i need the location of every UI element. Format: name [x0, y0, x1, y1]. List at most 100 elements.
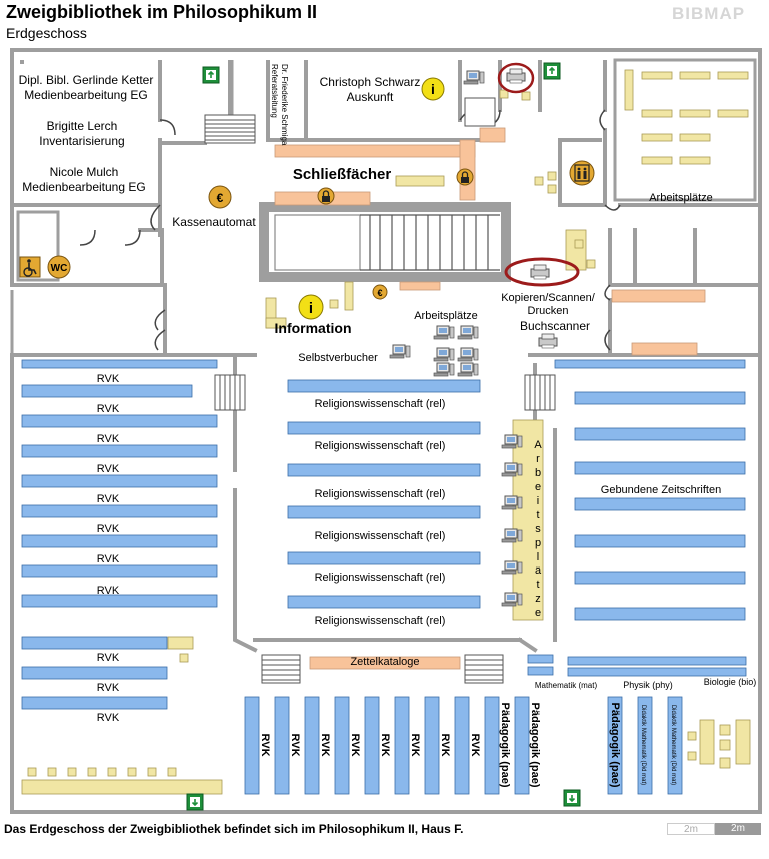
shelves-south [244, 696, 683, 795]
shelf-label: Biologie (bio) [704, 677, 757, 687]
shelves-west [21, 359, 218, 710]
book-scanner-label: Buchscanner [520, 319, 590, 333]
lockers-label: Schließfächer [293, 166, 392, 183]
vertical-workstations-label: Arb eit spl ätz e [534, 439, 542, 619]
shelf-label: Religionswissenschaft (rel) [315, 440, 446, 452]
shelves-center [287, 379, 481, 609]
catalogs-label: Zettelkataloge [350, 656, 419, 668]
workstations-label: Arbeitsplätze [414, 310, 478, 322]
desks [21, 69, 751, 795]
wheelchair-icon [19, 256, 41, 278]
shelf-label: RVK [97, 463, 120, 475]
shelf-label: Gebundene Zeitschriften [601, 484, 721, 496]
printer-icon [530, 264, 550, 280]
svg-text:€: € [217, 191, 224, 205]
info-icon: i [298, 294, 324, 320]
shelf-label: RVK [97, 373, 120, 385]
exit-icon [543, 62, 561, 80]
shelf-label: RVK [97, 523, 120, 535]
stairs [204, 97, 556, 684]
shelf-label: Religionswissenschaft (rel) [315, 572, 446, 584]
office-label: Brigitte Lerch [47, 119, 118, 133]
small-chairs [27, 89, 697, 777]
self-checkout-label: Selbstverbucher [298, 352, 378, 364]
workstation-cluster [433, 325, 479, 377]
office-label-vertical: Dr. Friederike Schmiga [280, 64, 289, 146]
office-label-vertical: Referatsleitung [270, 64, 279, 118]
svg-text:t: t [536, 579, 539, 591]
exit-icon [563, 789, 581, 807]
shelf-label: Physik (phy) [623, 680, 673, 690]
printer-icon [538, 333, 558, 349]
svg-text:s: s [535, 523, 541, 535]
office-label: Inventarisierung [39, 134, 124, 148]
footer-caption: Das Erdgeschoss der Zweigbibliothek befi… [4, 822, 464, 836]
computer-icon [457, 325, 479, 340]
office-label: Auskunft [347, 90, 394, 104]
workstations-label: Arbeitsplätze [649, 192, 713, 204]
shelf-label: RVK [97, 585, 120, 597]
scale-segment: 2m [715, 823, 761, 835]
svg-text:A: A [534, 439, 542, 451]
shelf-label: Religionswissenschaft (rel) [315, 398, 446, 410]
computer-icon [457, 347, 479, 362]
euro-icon: € [372, 284, 388, 300]
shelf-label: Religionswissenschaft (rel) [315, 530, 446, 542]
svg-text:e: e [535, 481, 541, 493]
shelf-label: RVK [409, 733, 421, 756]
office-label: Medienbearbeitung EG [22, 180, 145, 194]
shelf-label: RVK [259, 733, 271, 756]
shelf-label: Mathematik (mat) [535, 681, 598, 690]
svg-text:b: b [535, 467, 541, 479]
shelf-label: Didaktik Mathematik (Did mat) [640, 705, 646, 785]
cash-machine-label: Kassenautomat [172, 215, 256, 229]
svg-text:WC: WC [51, 263, 68, 274]
shelf-label: RVK [469, 733, 481, 756]
svg-text:e: e [535, 607, 541, 619]
computer-icon [501, 560, 523, 575]
shelf-label: RVK [97, 553, 120, 565]
copy-label: Kopieren/Scannen/ [501, 292, 596, 304]
computer-icon [433, 362, 455, 377]
computer-icon [501, 462, 523, 477]
copy-label: Drucken [528, 305, 569, 317]
floor-plan: Dipl. Bibl. Gerlinde Ketter Medienbearbe… [0, 40, 769, 820]
shelf-label: RVK [97, 652, 120, 664]
shelf-label: RVK [289, 733, 301, 756]
computer-icon [501, 434, 523, 449]
office-label: Nicole Mulch [50, 165, 119, 179]
computer-icon [433, 347, 455, 362]
euro-icon: € [208, 185, 232, 209]
svg-text:l: l [537, 551, 539, 563]
computer-icon [433, 325, 455, 340]
highlight-ring [497, 62, 535, 94]
shelf-label: Didaktik Mathematik (Did mat) [670, 705, 676, 785]
office-label: Dipl. Bibl. Gerlinde Ketter [19, 73, 154, 87]
shelf-label: RVK [439, 733, 451, 756]
printer-icon [506, 68, 526, 84]
shelf-label: RVK [97, 433, 120, 445]
computer-icon [501, 495, 523, 510]
wc-icon: WC [47, 255, 71, 279]
shelf-label: RVK [97, 493, 120, 505]
computer-icon [389, 344, 411, 359]
svg-text:€: € [377, 288, 382, 298]
shelf-label: Religionswissenschaft (rel) [315, 615, 446, 627]
shelf-label: RVK [97, 403, 120, 415]
elevator-icon [569, 160, 595, 186]
shelf-label: RVK [349, 733, 361, 756]
computer-icon [501, 528, 523, 543]
scale-bar: 2m 2m [667, 823, 761, 835]
walls [10, 48, 762, 814]
exit-icon [186, 793, 204, 811]
highlight-ring [504, 257, 580, 287]
shelves-east [527, 359, 747, 677]
orange-furniture [274, 127, 706, 670]
svg-text:i: i [431, 81, 435, 97]
shelf-label: Religionswissenschaft (rel) [315, 488, 446, 500]
map-title: Zweigbibliothek im Philosophikum II [6, 2, 318, 22]
svg-text:i: i [309, 300, 313, 317]
floor-label: Erdgeschoss [6, 25, 87, 41]
atrium-wall [259, 202, 511, 282]
svg-text:i: i [537, 495, 539, 507]
